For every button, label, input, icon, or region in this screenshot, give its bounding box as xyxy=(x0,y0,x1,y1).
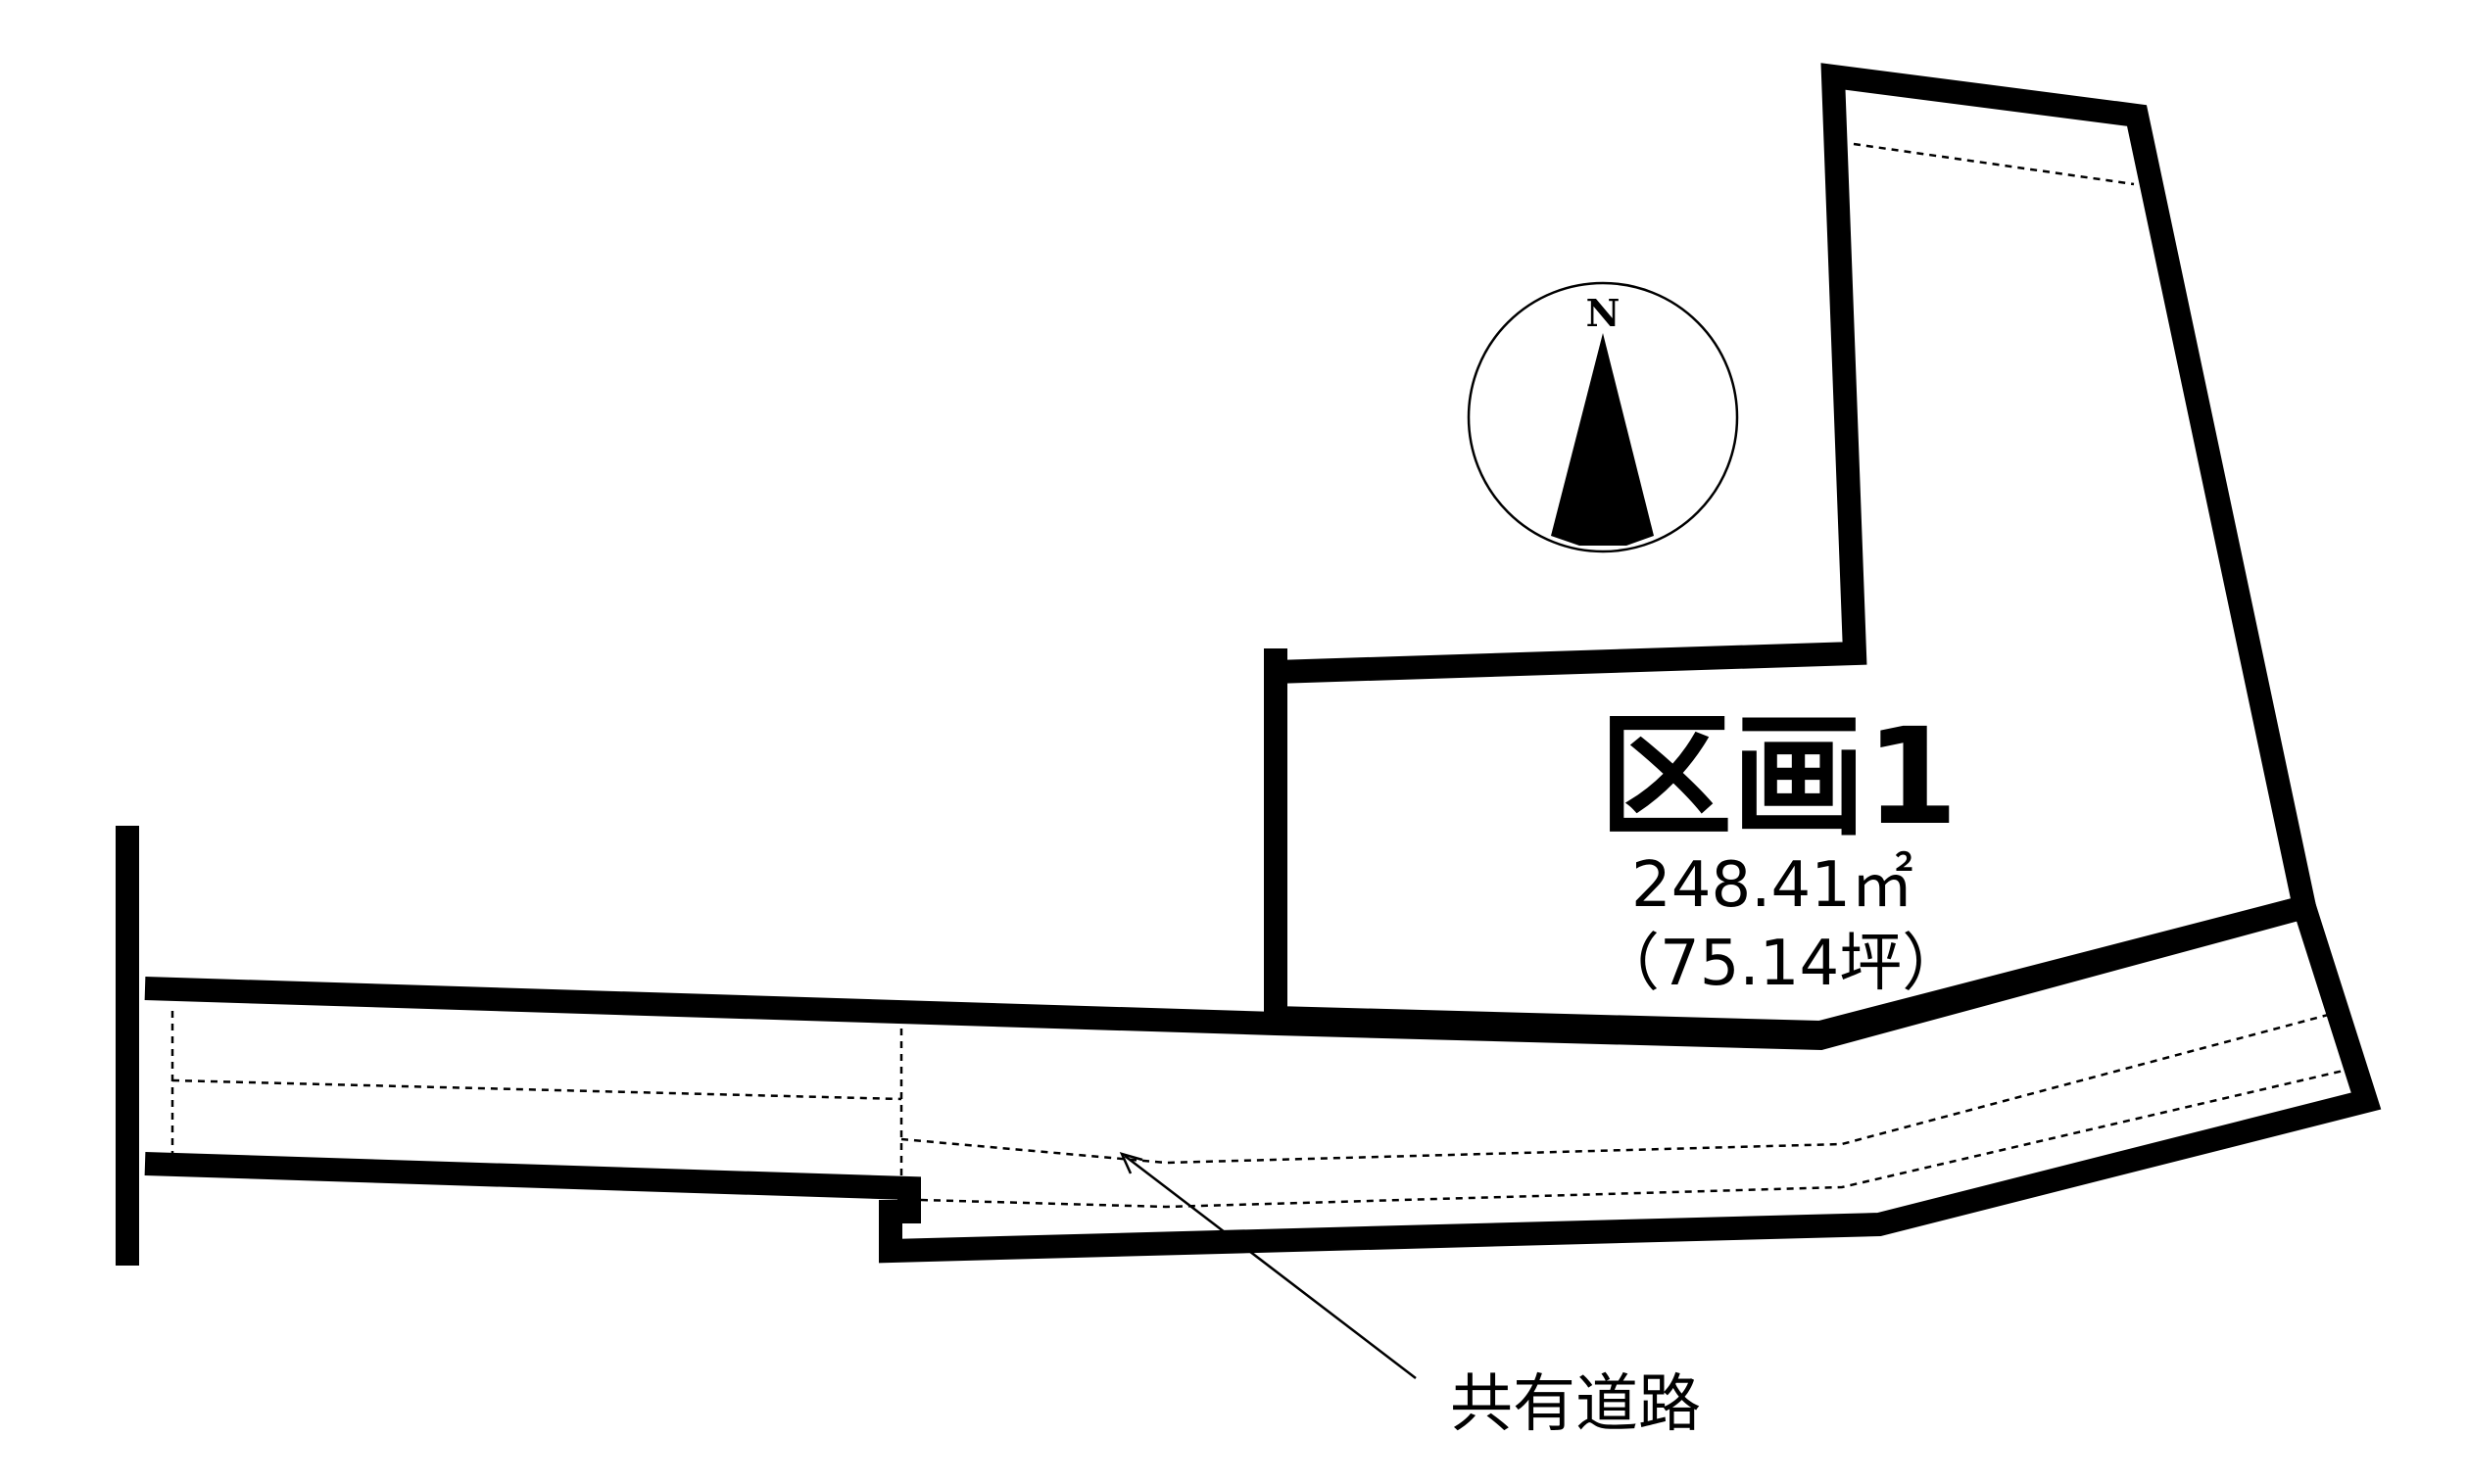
north-compass: N xyxy=(1467,281,1739,553)
road-leader-arrowhead xyxy=(1119,1152,1143,1174)
north-label: N xyxy=(1586,291,1621,335)
north-dashed-line xyxy=(1853,142,2135,186)
road-dashed-center-right xyxy=(900,1012,2333,1165)
lot-name: 区画1 xyxy=(1599,700,1959,855)
lot-area: 248.41㎡ xyxy=(1631,849,1913,922)
lot-area-tsubo: （75.14坪） xyxy=(1597,928,1964,1000)
shared-road-boundary xyxy=(144,892,2382,1264)
shared-road-label: 共有道路 xyxy=(1450,1368,1701,1441)
road-leader-line xyxy=(1124,1155,1417,1379)
north-arrow-icon xyxy=(1551,333,1654,546)
compass-circle-icon xyxy=(1467,281,1739,553)
road-dashed-center-left xyxy=(171,1078,902,1101)
road-dashed-south xyxy=(920,1069,2345,1209)
